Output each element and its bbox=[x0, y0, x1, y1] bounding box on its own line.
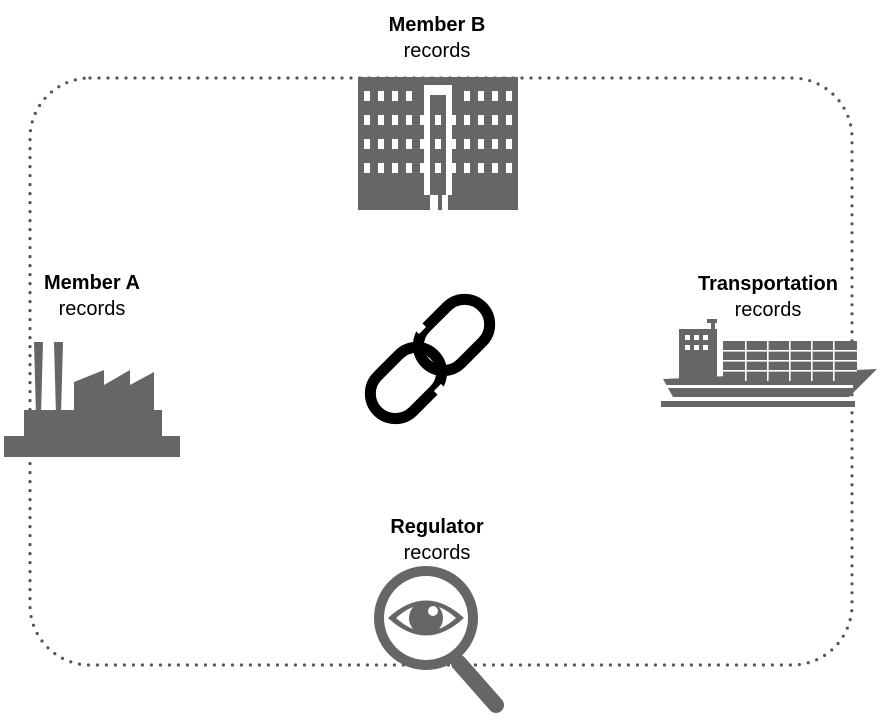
member-b-subtitle: records bbox=[403, 40, 471, 62]
member-a-name: Member A bbox=[44, 272, 140, 294]
regulator-label: Regulator records bbox=[337, 514, 537, 566]
member-a-label: Member A records bbox=[0, 270, 184, 322]
member-b-name: Member B bbox=[388, 14, 486, 36]
office-building-icon bbox=[358, 77, 518, 210]
cargo-ship-icon bbox=[661, 319, 877, 407]
regulator-name: Regulator bbox=[390, 516, 484, 538]
magnifying-eye-icon bbox=[374, 566, 504, 713]
transportation-name: Transportation bbox=[697, 273, 838, 295]
factory-icon bbox=[4, 342, 180, 457]
chain-link-icon bbox=[364, 293, 496, 425]
regulator-subtitle: records bbox=[403, 542, 471, 564]
member-a-subtitle: records bbox=[58, 298, 126, 320]
transportation-label: Transportation records bbox=[684, 271, 852, 323]
member-b-label: Member B records bbox=[337, 12, 537, 64]
transportation-subtitle: records bbox=[734, 299, 802, 321]
